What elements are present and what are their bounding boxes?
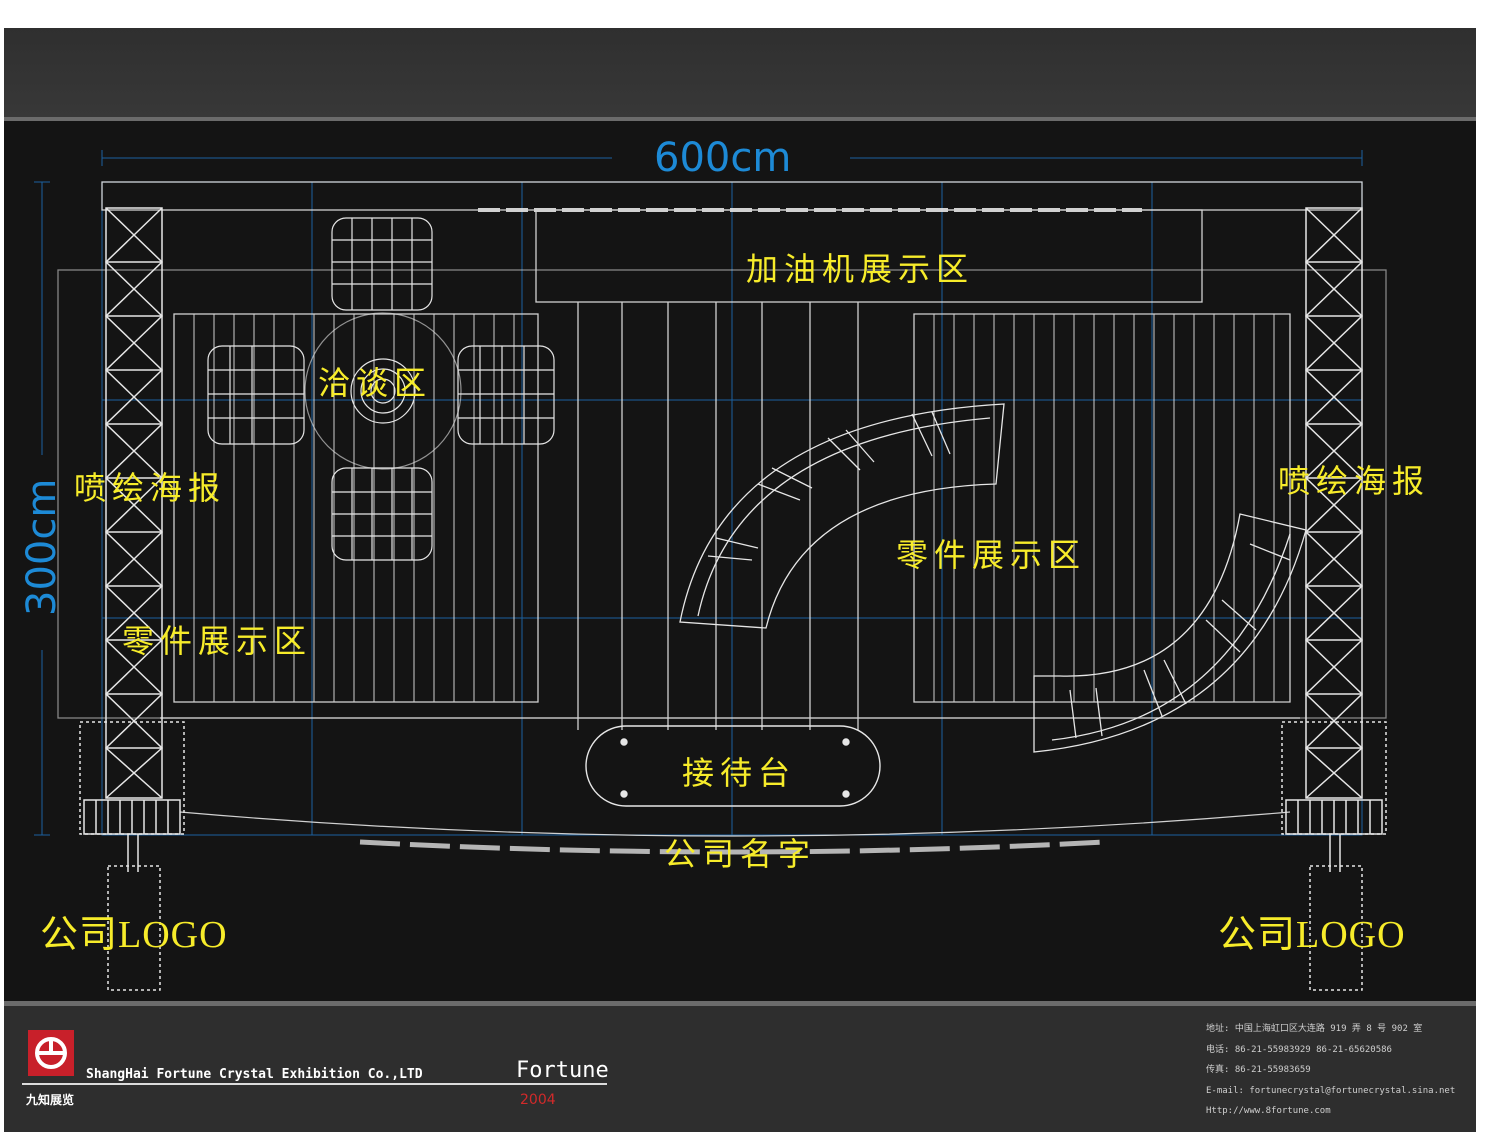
company-logo-text: 九知展览 — [26, 1093, 75, 1107]
chair-top — [331, 217, 433, 311]
brand-name: Fortune — [516, 1058, 609, 1083]
right-platform-slats — [933, 314, 1275, 702]
width-dimension: 600cm — [654, 135, 792, 181]
contact-fax: 传真: 86-21-55983659 — [1206, 1065, 1311, 1075]
zone-negotiation: 洽谈区 — [318, 364, 433, 402]
zone-parts-left: 零件展示区 — [122, 622, 313, 660]
curved-counter-center — [679, 403, 1005, 629]
truss-right — [1281, 207, 1387, 991]
contact-info: 地址: 中国上海虹口区大连路 919 弄 8 号 902 室 电话: 86-21… — [1206, 1019, 1455, 1122]
contact-email: E-mail: fortunecrystal@fortunecrystal.si… — [1206, 1085, 1456, 1096]
height-dimension: 300cm — [19, 478, 65, 616]
zone-reception-desk: 接待台 — [682, 754, 797, 792]
header-divider — [4, 117, 1476, 121]
chair-right — [457, 345, 555, 445]
header-bar — [4, 28, 1476, 118]
footer-divider — [4, 1001, 1476, 1006]
zone-company-logo-right: 公司LOGO — [1218, 914, 1406, 956]
footer-bar — [4, 1006, 1476, 1132]
company-logo-icon — [28, 1030, 74, 1076]
zone-parts-right: 零件展示区 — [896, 536, 1087, 574]
zone-company-logo-left: 公司LOGO — [40, 914, 228, 956]
plan-linework — [57, 181, 1387, 855]
zone-poster-right: 喷绘海报 — [1278, 462, 1431, 500]
truss-left — [79, 207, 185, 991]
zone-poster-left: 喷绘海报 — [74, 469, 227, 507]
zone-fuel-dispenser: 加油机展示区 — [746, 250, 975, 288]
zone-company-name: 公司名字 — [664, 835, 817, 873]
footer-brand-rule — [22, 1083, 607, 1085]
chair-left — [207, 345, 305, 445]
contact-address: 地址: 中国上海虹口区大连路 919 弄 8 号 902 室 — [1206, 1024, 1423, 1034]
company-name: ShangHai Fortune Crystal Exhibition Co.,… — [86, 1067, 423, 1082]
contact-website: Http://www.8fortune.com — [1206, 1106, 1331, 1116]
brand-year: 2004 — [520, 1092, 556, 1108]
chair-bottom — [331, 467, 433, 561]
reception-desk — [585, 725, 881, 807]
guide-lines — [34, 150, 1363, 836]
contact-phone: 电话: 86-21-55983929 86-21-65620586 — [1206, 1044, 1392, 1055]
negotiation-set — [207, 217, 555, 561]
